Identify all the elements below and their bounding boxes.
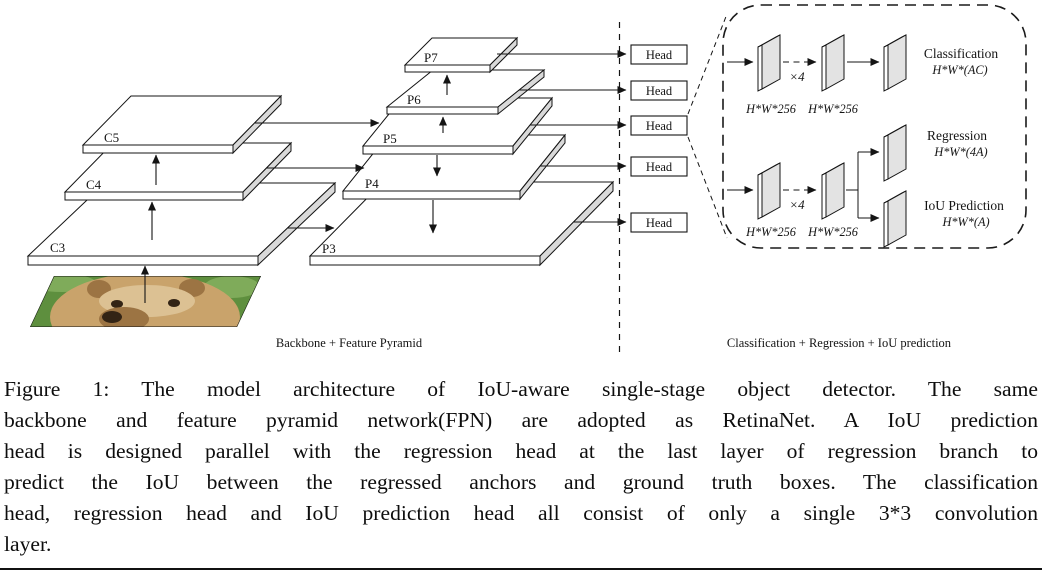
bear-nose — [102, 311, 122, 323]
conv-slab-regression-out — [883, 124, 907, 182]
caption-line-2: backbone and feature pyramid network(FPN… — [4, 408, 1038, 432]
zoom-connector-bottom — [687, 136, 728, 239]
classification-dim: H*W*(AC) — [931, 63, 987, 77]
head-box-p7: Head — [630, 44, 688, 65]
architecture-diagram: C3 C4 C5 P3 P4 P5 P6 — [26, 4, 1027, 357]
backbone-layer-c5: C5 — [81, 94, 283, 155]
regression-label: Regression — [927, 128, 987, 143]
head-label: Head — [646, 84, 673, 98]
section-label-backbone: Backbone + Feature Pyramid — [276, 336, 423, 350]
conv-slab-iou-out — [883, 190, 907, 248]
caption-line-6: layer. — [4, 532, 52, 556]
head-box-p3: Head — [630, 212, 688, 233]
cls-conv2-dim: H*W*256 — [807, 102, 859, 116]
regression-dim: H*W*(4A) — [933, 145, 987, 159]
input-image-bear — [30, 276, 261, 327]
classification-branch: ×4 H*W*256 H*W*256 Classification H*W*(A… — [727, 34, 998, 116]
iou-prediction-label: IoU Prediction — [924, 198, 1004, 213]
section-label-heads: Classification + Regression + IoU predic… — [727, 336, 952, 350]
layer-label-p7: P7 — [424, 50, 438, 65]
conv-slab-cls-out — [883, 34, 907, 92]
backbone-layer-c4: C4 — [63, 141, 293, 202]
repeat-times-label: ×4 — [789, 69, 805, 84]
cls-conv1-dim: H*W*256 — [745, 102, 797, 116]
fpn-layer-p6: P6 — [385, 68, 546, 116]
conv-slab-reg-1 — [757, 162, 781, 220]
layer-label-c3: C3 — [50, 240, 65, 255]
head-label: Head — [646, 48, 673, 62]
reg-conv2-dim: H*W*256 — [807, 225, 859, 239]
fpn-layer-p3: P3 — [308, 180, 615, 267]
caption-line-3: head is designed parallel with the regre… — [4, 439, 1038, 463]
iou-prediction-dim: H*W*(A) — [941, 215, 989, 229]
backbone-layer-c3: C3 — [26, 181, 337, 267]
caption-line-4: predict the IoU between the regressed an… — [4, 470, 1038, 494]
layer-label-c5: C5 — [104, 130, 119, 145]
fpn-layer-p7: P7 — [403, 36, 519, 74]
head-label: Head — [646, 119, 673, 133]
caption-line-5: head, regression head and IoU prediction… — [4, 501, 1038, 525]
head-label: Head — [646, 216, 673, 230]
layer-label-p5: P5 — [383, 131, 397, 146]
head-box-p6: Head — [630, 80, 688, 101]
head-box-p4: Head — [630, 156, 688, 177]
classification-label: Classification — [924, 46, 998, 61]
page-rule — [0, 568, 1042, 570]
head-box-p5: Head — [630, 115, 688, 136]
conv-slab-cls-2 — [821, 34, 845, 92]
figure-caption: Figure 1: The model architecture of IoU-… — [4, 374, 1038, 560]
head-label: Head — [646, 160, 673, 174]
layer-label-p4: P4 — [365, 176, 379, 191]
repeat-times-label: ×4 — [789, 197, 805, 212]
bear-eye-left — [111, 300, 123, 308]
regression-branch: ×4 H*W*256 H*W*256 Regression H*W*(4A) I… — [727, 124, 1004, 248]
conv-slab-reg-2 — [821, 162, 845, 220]
head-detail-box — [722, 4, 1027, 249]
layer-label-p3: P3 — [322, 241, 336, 256]
conv-slab-cls-1 — [757, 34, 781, 92]
layer-label-p6: P6 — [407, 92, 421, 107]
layer-label-c4: C4 — [86, 177, 102, 192]
bear-eye-right — [168, 299, 180, 307]
caption-line-1: Figure 1: The model architecture of IoU-… — [4, 377, 1038, 401]
zoom-connector-top — [687, 13, 728, 115]
reg-conv1-dim: H*W*256 — [745, 225, 797, 239]
